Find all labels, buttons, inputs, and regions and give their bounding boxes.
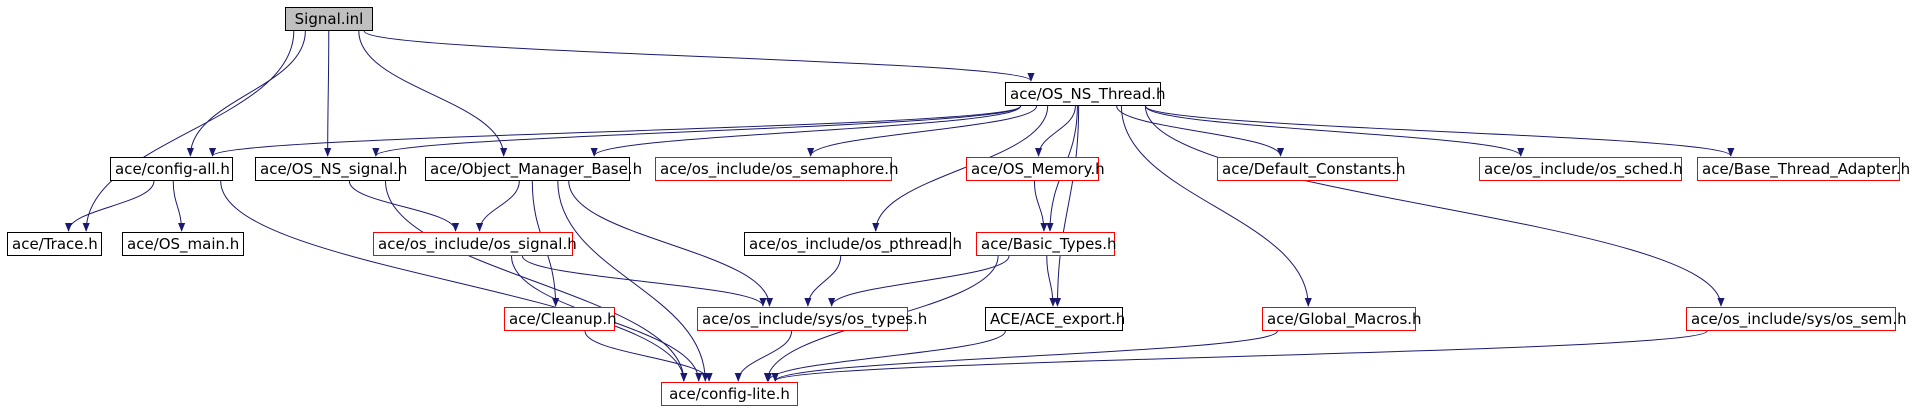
edge-os-ns-thread-to-os-semaphore	[807, 105, 1038, 157]
node-base-thread-adapter[interactable]: ace/Base_Thread_Adapter.h	[1697, 157, 1910, 181]
node-basic-types[interactable]: ace/Basic_Types.h	[976, 232, 1116, 256]
node-config-all[interactable]: ace/config-all.h	[110, 157, 233, 181]
edge-signal-inl-to-object-manager-base	[358, 30, 508, 157]
node-signal-inl: Signal.inl	[285, 7, 373, 31]
edge-signal-inl-to-os-ns-signal	[324, 30, 332, 157]
node-os-ns-signal[interactable]: ace/OS_NS_signal.h	[255, 157, 407, 181]
edge-sys-os-sem-to-config-lite	[771, 330, 1708, 382]
node-sys-os-sem[interactable]: ace/os_include/sys/os_sem.h	[1686, 307, 1907, 331]
edge-os-ns-thread-to-base-thread-adapter	[1144, 105, 1735, 157]
node-sys-os-types[interactable]: ace/os_include/sys/os_types.h	[697, 307, 927, 331]
edge-os-ns-signal-to-os-signal	[348, 180, 460, 232]
edge-os-memory-to-basic-types	[1033, 180, 1048, 232]
edge-os-ns-thread-to-config-all	[209, 105, 1022, 157]
node-cleanup[interactable]: ace/Cleanup.h	[504, 307, 617, 331]
edge-os-ns-thread-to-os-pthread	[872, 105, 1049, 232]
edge-os-ns-thread-to-object-manager-base	[590, 105, 1022, 157]
edge-object-manager-base-to-sys-os-types	[568, 180, 774, 307]
edge-os-pthread-to-sys-os-types	[804, 255, 842, 307]
edge-os-ns-thread-to-global-macros	[1120, 105, 1312, 307]
edge-ace-export-to-config-lite	[764, 330, 1006, 382]
edge-os-ns-signal-to-config-lite	[385, 180, 688, 382]
edge-os-ns-thread-to-sys-os-sem	[1144, 105, 1725, 307]
node-trace[interactable]: ace/Trace.h	[7, 232, 102, 256]
edge-cleanup-to-config-lite	[584, 330, 713, 382]
edge-signal-inl-to-config-all	[186, 30, 306, 157]
edge-global-macros-to-config-lite	[771, 330, 1278, 382]
node-os-semaphore[interactable]: ace/os_include/os_semaphore.h	[655, 157, 899, 181]
node-global-macros[interactable]: ace/Global_Macros.h	[1262, 307, 1422, 331]
node-config-lite[interactable]: ace/config-lite.h	[661, 382, 798, 406]
edge-os-ns-thread-to-ace-export	[1053, 105, 1080, 307]
edge-os-ns-thread-to-default-constants	[1116, 105, 1285, 157]
node-os-main[interactable]: ace/OS_main.h	[122, 232, 244, 256]
edge-os-ns-thread-to-os-memory	[1034, 105, 1076, 157]
edge-sys-os-types-to-config-lite	[734, 330, 793, 382]
edge-os-ns-thread-to-os-ns-signal	[372, 105, 1022, 157]
node-object-manager-base[interactable]: ace/Object_Manager_Base.h	[425, 157, 642, 181]
node-os-memory[interactable]: ace/OS_Memory.h	[966, 157, 1105, 181]
edge-config-all-to-os-main	[172, 180, 186, 232]
node-ace-export[interactable]: ACE/ACE_export.h	[985, 307, 1125, 331]
edge-object-manager-base-to-config-lite	[557, 180, 709, 382]
edge-config-all-to-trace	[64, 180, 155, 232]
edge-os-ns-thread-to-os-sched	[1144, 105, 1525, 157]
node-os-pthread[interactable]: ace/os_include/os_pthread.h	[744, 232, 962, 256]
edge-object-manager-base-to-os-signal	[475, 180, 520, 232]
edge-os-signal-to-sys-os-types	[521, 255, 767, 307]
node-os-sched[interactable]: ace/os_include/os_sched.h	[1479, 157, 1683, 181]
edge-signal-inl-to-trace	[82, 30, 295, 232]
edge-basic-types-to-sys-os-types	[828, 255, 1010, 307]
edge-config-all-to-config-lite	[220, 180, 688, 382]
node-os-signal[interactable]: ace/os_include/os_signal.h	[373, 232, 577, 256]
edge-signal-inl-to-os-ns-thread	[363, 30, 1035, 82]
edge-basic-types-to-ace-export	[1046, 255, 1057, 307]
node-os-ns-thread[interactable]: ace/OS_NS_Thread.h	[1005, 82, 1166, 106]
node-default-constants[interactable]: ace/Default_Constants.h	[1217, 157, 1406, 181]
